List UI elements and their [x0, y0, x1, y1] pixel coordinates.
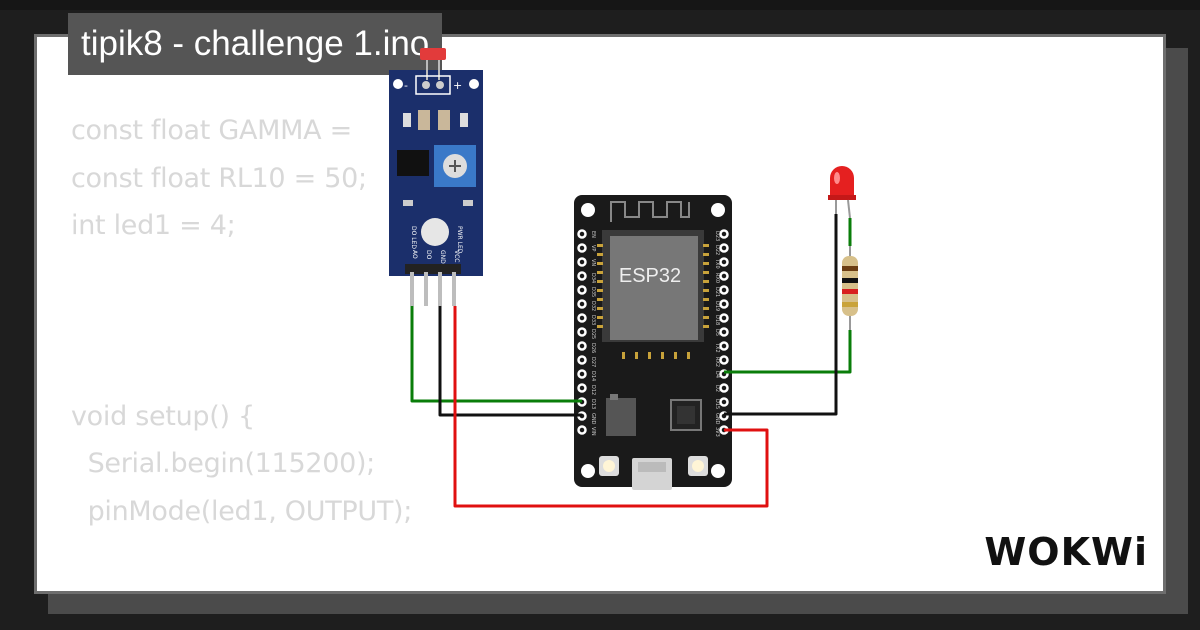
pin-label: D33 — [590, 315, 596, 325]
wire-d4-to-resistor — [724, 330, 852, 374]
pin-label: TX2 — [714, 342, 720, 353]
pin-label: D18 — [714, 315, 720, 325]
code-line: const float GAMMA = — [71, 115, 361, 146]
pin-label: RX2 — [714, 357, 720, 367]
pin-label: D27 — [590, 357, 596, 367]
pin-label: D13 — [590, 399, 596, 409]
pwr-led-label: PWR LED — [456, 226, 463, 254]
pin-label: D19 — [714, 301, 720, 311]
code-line: void setup() { — [71, 400, 255, 432]
pin-label: D12 — [590, 385, 596, 395]
usb-chip — [670, 399, 702, 431]
pin-label-do: DO — [425, 250, 432, 260]
code-line: int led1 = 4; — [71, 210, 236, 242]
pin-label: D34 — [590, 273, 596, 283]
top-edge — [0, 0, 1200, 10]
antenna-trace — [610, 201, 690, 222]
pin-label: RX0 — [714, 273, 720, 283]
wire-ao-to-d13 — [410, 306, 582, 403]
pin-label: VP — [590, 245, 596, 251]
code-line: const float RL10 = 50; — [71, 162, 367, 194]
pin-label: D25 — [590, 329, 596, 339]
pin-label: D4 — [714, 371, 720, 378]
pin-vcc[interactable] — [452, 272, 456, 306]
pin-label: 3V3 — [714, 427, 720, 437]
pin-label: D21 — [714, 287, 720, 297]
esp32-board[interactable]: ESP32 EN VP VN D34 D35 D32 D33 D25 D — [574, 195, 732, 490]
pin-label: D26 — [590, 343, 596, 353]
pin-label: VN — [590, 259, 596, 266]
code-preview: const float GAMMA = const float RL10 = 5… — [71, 107, 413, 592]
red-led[interactable] — [828, 166, 856, 219]
pin-do[interactable] — [424, 272, 428, 306]
voltage-regulator — [606, 398, 636, 436]
chip-label: ESP32 — [619, 265, 681, 287]
pin-label: D14 — [590, 371, 596, 381]
esp32-pin-headers[interactable] — [577, 229, 729, 435]
module-led — [421, 218, 449, 246]
ldr-sensor — [420, 48, 446, 60]
pin-label: GND — [590, 413, 596, 425]
pin-label: D15 — [714, 399, 720, 409]
pin-label-gnd: GND — [439, 250, 446, 264]
pin-label: D2 — [714, 385, 720, 392]
pin-ao[interactable] — [410, 272, 414, 306]
pin-label: GND — [714, 413, 720, 425]
do-led-label: DO LED — [410, 226, 417, 249]
pin-label: D23 — [714, 231, 720, 241]
wire-gnd-to-led — [724, 214, 838, 416]
comparator-chip — [397, 150, 429, 176]
pin-label: VIN — [590, 427, 596, 436]
pin-label: D5 — [714, 329, 720, 336]
code-line: Serial.begin(115200); — [71, 448, 376, 480]
wire-vcc-to-3v3 — [453, 306, 769, 508]
pin-label: D32 — [590, 301, 596, 311]
pin-label: EN — [590, 231, 596, 238]
module-plus-label: + — [453, 79, 462, 92]
wire-gnd-to-gnd — [438, 306, 582, 417]
pin-label: TX0 — [714, 258, 720, 269]
ldr-module[interactable]: - + DO LED PWR LED AO DO GND VCC — [389, 48, 483, 306]
project-title: tipik8 - challenge 1.ino — [68, 13, 443, 75]
code-line: pinMode(led1, OUTPUT); — [71, 495, 413, 527]
pin-label-vcc: VCC — [453, 250, 460, 262]
preview-card: const float GAMMA = const float RL10 = 5… — [34, 34, 1166, 594]
wokwi-logo: WOKWi — [984, 530, 1148, 574]
pin-label-ao: AO — [411, 250, 418, 259]
resistor[interactable] — [842, 246, 858, 330]
module-minus-label: - — [404, 79, 408, 92]
code-line: } — [71, 591, 88, 592]
pin-gnd[interactable] — [438, 272, 442, 306]
pin-label: D22 — [714, 245, 720, 255]
pin-label: D35 — [590, 287, 596, 297]
